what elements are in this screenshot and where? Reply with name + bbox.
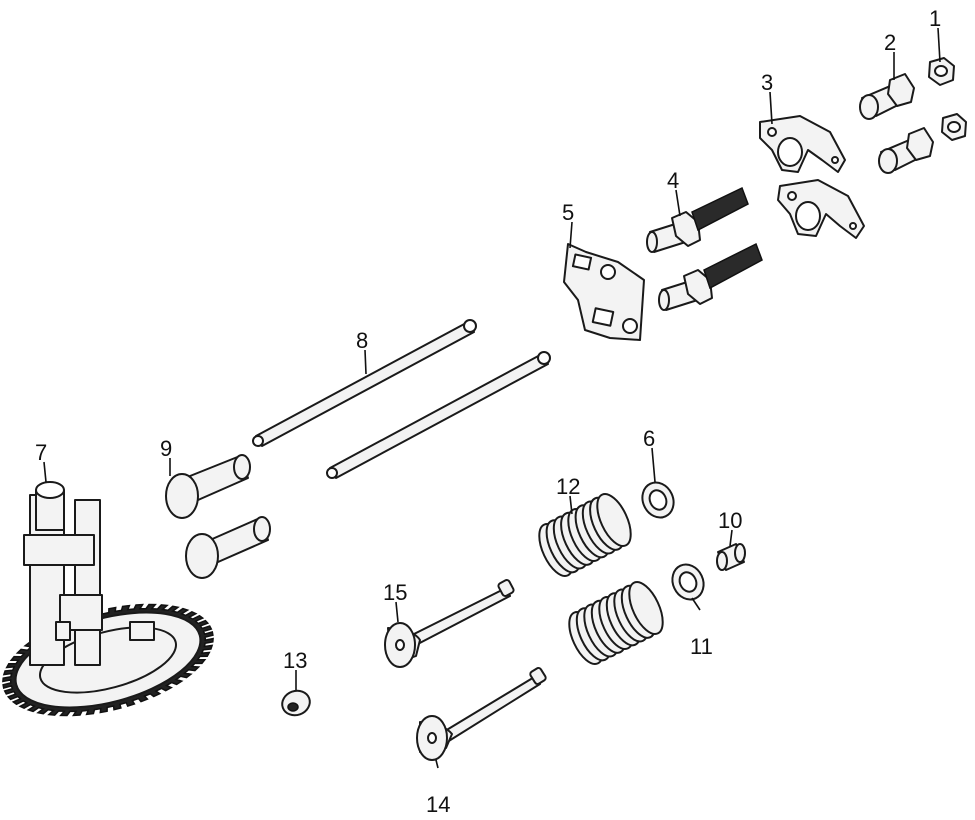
part-2-adjuster-cap-upper (859, 73, 915, 120)
callout-3: 3 (761, 70, 773, 95)
leader-6 (651, 447, 656, 483)
callout-5: 5 (562, 200, 574, 225)
leader-11 (691, 597, 701, 611)
leader-5 (569, 221, 573, 249)
part-11-spring-retainer (671, 563, 705, 601)
part-4-rocker-stud-lower (658, 242, 763, 311)
callout-labels: 1 2 3 4 5 6 7 8 9 10 11 12 13 14 15 (35, 6, 941, 817)
part-14-valve (416, 667, 547, 761)
part-6-spring-retainer (641, 481, 675, 519)
part-8-push-rods (252, 319, 551, 479)
callout-13: 13 (283, 648, 307, 673)
part-4-rocker-stud-upper (646, 186, 749, 253)
part-3-rocker-arm-upper (759, 115, 846, 173)
leader-4 (675, 189, 681, 217)
callout-2: 2 (884, 30, 896, 55)
callout-14: 14 (426, 792, 450, 817)
callout-8: 8 (356, 328, 368, 353)
leader-lines (43, 27, 941, 769)
part-12-valve-spring-lower (568, 581, 664, 665)
part-7-camshaft (2, 481, 214, 717)
callout-6: 6 (643, 426, 655, 451)
part-9-tappet-lower (185, 516, 271, 579)
spring-coil (628, 581, 664, 635)
part-1-nut-lower (941, 113, 967, 141)
part-13-washer (281, 689, 311, 717)
part-5-guide-plate (563, 243, 645, 341)
callout-4: 4 (667, 168, 679, 193)
part-3-rocker-arm-lower (777, 179, 865, 239)
part-10-valve-seal (716, 543, 746, 571)
part-12-valve-spring-upper (538, 493, 632, 577)
leader-14 (435, 759, 439, 769)
part-15-valve (384, 579, 515, 668)
callout-1: 1 (929, 6, 941, 31)
leader-8 (364, 349, 367, 375)
callout-11: 11 (690, 634, 713, 659)
leader-7 (43, 461, 47, 483)
part-1-nut-upper (928, 57, 955, 86)
part-9-tappet-upper (165, 454, 251, 519)
leader-1 (937, 27, 941, 63)
leader-3 (769, 91, 773, 125)
callout-12: 12 (556, 474, 580, 499)
spring-coil (596, 493, 632, 547)
callout-10: 10 (718, 508, 742, 533)
leader-12 (569, 495, 573, 515)
callout-15: 15 (383, 580, 407, 605)
leader-10 (729, 529, 733, 547)
callout-9: 9 (160, 436, 172, 461)
callout-7: 7 (35, 440, 47, 465)
leader-15 (395, 601, 399, 623)
part-2-adjuster-cap-lower (878, 127, 934, 174)
